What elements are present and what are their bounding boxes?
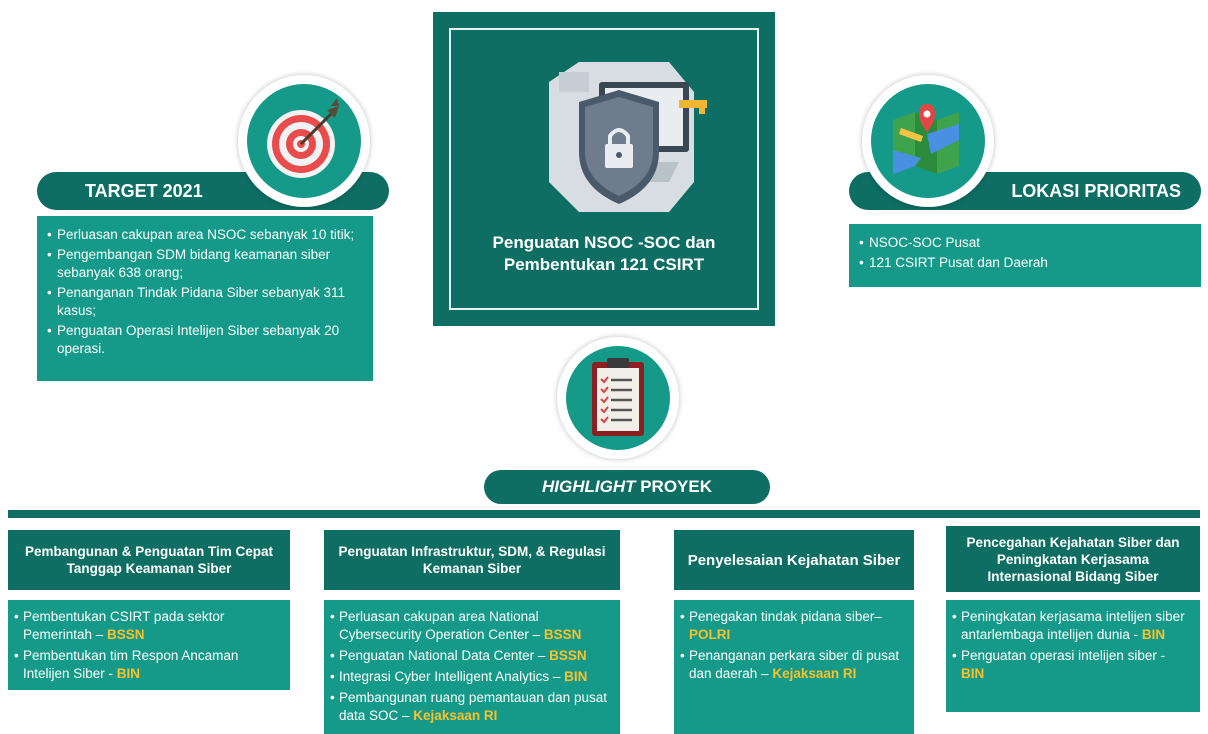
column-item: Penguatan National Data Center – BSSN [330,647,612,665]
lokasi-list-box: NSOC-SOC Pusat 121 CSIRT Pusat dan Daera… [849,224,1201,287]
highlight-title-rest: PROYEK [635,477,713,496]
column-item: Penegakan tindak pidana siber– POLRI [680,608,906,644]
agency-label: BIN [961,666,985,681]
agency-label: POLRI [689,627,731,642]
column-item: Pembangunan ruang pemantauan dan pusat d… [330,689,612,725]
column-body: Pembentukan CSIRT pada sektor Pemerintah… [8,600,290,690]
column-title: Penguatan Infrastruktur, SDM, & Regulasi… [338,544,606,576]
column-body: Penegakan tindak pidana siber– POLRI Pen… [674,600,914,734]
agency-label: BSSN [543,627,582,642]
agency-label: Kejaksaan RI [413,708,498,723]
agency-label: BSSN [549,648,587,663]
column-title: Pembangunan & Penguatan Tim Cepat Tangga… [24,544,274,576]
target-list: Perluasan cakupan area NSOC sebanyak 10 … [47,226,363,358]
highlight-title-italic: HIGHLIGHT [541,477,636,496]
agency-label: BSSN [107,627,145,642]
lokasi-item: 121 CSIRT Pusat dan Daerah [859,254,1191,272]
agency-label: BIN [564,669,588,684]
target-list-box: Perluasan cakupan area NSOC sebanyak 10 … [37,216,373,381]
center-title: Penguatan NSOC -SOC dan Pembentukan 121 … [433,232,775,276]
column-item: Pembentukan CSIRT pada sektor Pemerintah… [14,608,282,644]
map-icon-circle [862,75,994,207]
highlight-title-pill: HIGHLIGHT PROYEK [484,470,770,504]
agency-label: Kejaksaan RI [772,666,857,681]
shield-lock-icon [549,62,707,212]
agency-label: BIN [1141,627,1166,642]
center-title-line2: Pembentukan 121 CSIRT [503,255,705,274]
clipboard-checklist-icon [592,358,644,436]
target-item: Pengembangan SDM bidang keamanan siber s… [47,246,363,282]
center-frame [449,28,759,310]
center-project-box: Penguatan NSOC -SOC dan Pembentukan 121 … [433,12,775,326]
column-item: Penguatan operasi intelijen siber - BIN [952,647,1192,683]
target-item: Perluasan cakupan area NSOC sebanyak 10 … [47,226,363,244]
lokasi-list: NSOC-SOC Pusat 121 CSIRT Pusat dan Daera… [859,234,1191,272]
target-item: Penguatan Operasi Intelijen Siber sebany… [47,322,363,358]
clipboard-icon-circle [557,337,679,459]
column-item: Integrasi Cyber Intelligent Analytics – … [330,668,612,686]
target-icon-circle [238,75,370,207]
column-header: Penguatan Infrastruktur, SDM, & Regulasi… [324,530,620,590]
column-header: Pembangunan & Penguatan Tim Cepat Tangga… [8,530,290,590]
agency-label: BIN [116,666,141,681]
center-title-line1: Penguatan NSOC -SOC dan [492,233,716,252]
column-item: Pembentukan tim Respon Ancaman Intelijen… [14,647,282,683]
map-pin-icon [893,104,959,174]
lokasi-title: LOKASI PRIORITAS [1011,180,1181,201]
target-icon [267,98,339,178]
column-item: Penanganan perkara siber di pusat dan da… [680,647,906,683]
column-title: Pencegahan Kejahatan Siber dan Peningkat… [966,534,1180,584]
lokasi-item: NSOC-SOC Pusat [859,234,1191,252]
column-title: Penyelesaian Kejahatan Siber [687,551,901,569]
column-header: Pencegahan Kejahatan Siber dan Peningkat… [946,526,1200,592]
column-header: Penyelesaian Kejahatan Siber [674,530,914,590]
section-divider [8,510,1200,518]
column-item: Peningkatan kerjasama intelijen siber an… [952,608,1192,644]
column-item: Perluasan cakupan area National Cybersec… [330,608,612,644]
target-item: Penanganan Tindak Pidana Siber sebanyak … [47,284,363,320]
target-title: TARGET 2021 [85,180,203,201]
column-body: Peningkatan kerjasama intelijen siber an… [946,600,1200,712]
column-body: Perluasan cakupan area National Cybersec… [324,600,620,734]
